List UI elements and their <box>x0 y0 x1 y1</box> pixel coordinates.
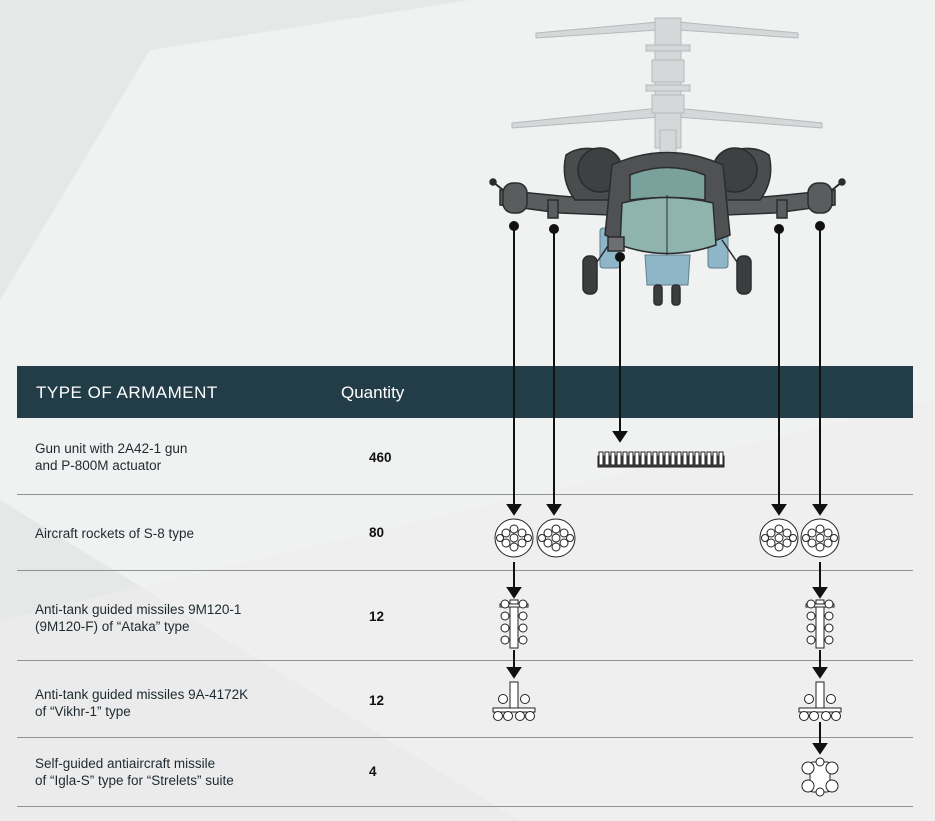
row-quantity: 460 <box>369 450 392 465</box>
row-divider <box>17 660 913 661</box>
row-quantity: 12 <box>369 609 385 624</box>
table-row-vikhr-missiles: Anti-tank guided missiles 9A-4172K of “V… <box>17 661 913 737</box>
table-header: TYPE OF ARMAMENT Quantity <box>17 366 913 418</box>
row-label: Anti-tank guided missiles 9M120-1 (9M120… <box>35 602 242 634</box>
table-row-gun-unit: Gun unit with 2A42-1 gun and P-800M actu… <box>17 418 913 494</box>
row-divider <box>17 737 913 738</box>
row-divider <box>17 494 913 495</box>
row-quantity: 4 <box>369 764 377 779</box>
table-row-ataka-missiles: Anti-tank guided missiles 9M120-1 (9M120… <box>17 571 913 660</box>
row-quantity: 80 <box>369 525 385 540</box>
row-label: Self-guided antiaircraft missile of “Igl… <box>35 756 234 788</box>
row-quantity: 12 <box>369 693 385 708</box>
row-label: Aircraft rockets of S-8 type <box>35 526 195 541</box>
table-row-s8-rockets: Aircraft rockets of S-8 type 80 <box>17 495 913 570</box>
row-divider <box>17 570 913 571</box>
table-row-igla-missiles: Self-guided antiaircraft missile of “Igl… <box>17 738 913 806</box>
header-quantity: Quantity <box>341 383 405 402</box>
row-label: Gun unit with 2A42-1 gun and P-800M actu… <box>35 441 188 473</box>
row-divider <box>17 806 913 807</box>
row-label: Anti-tank guided missiles 9A-4172K of “V… <box>35 687 249 719</box>
header-armament-type: TYPE OF ARMAMENT <box>36 383 218 402</box>
